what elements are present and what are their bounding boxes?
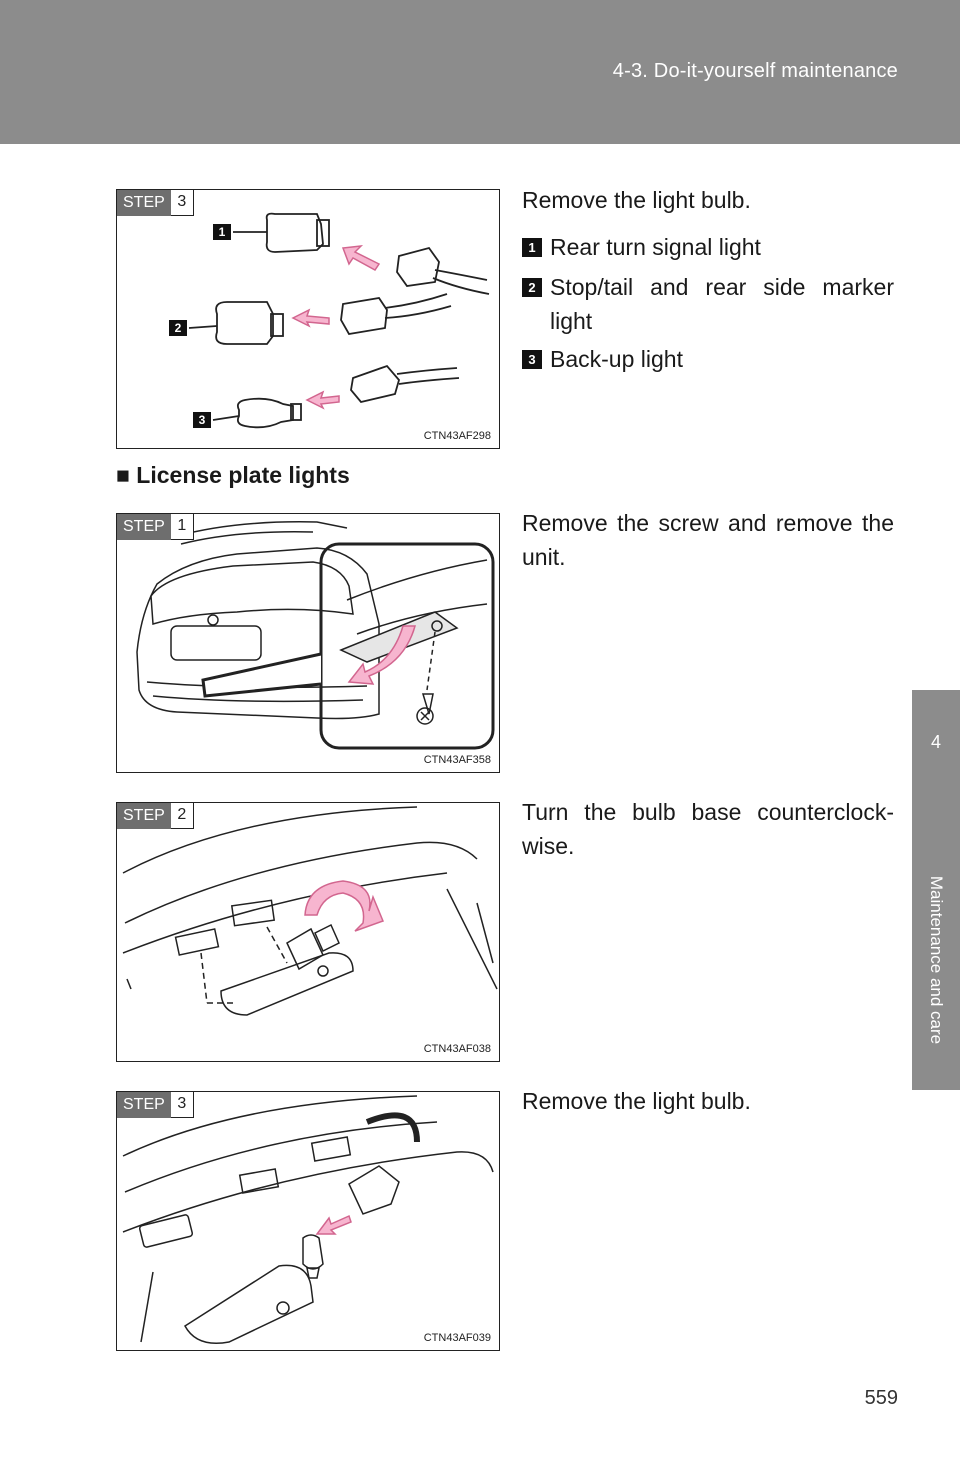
step-word: STEP <box>117 1092 171 1118</box>
chapter-label: Maintenance and care <box>927 875 946 1045</box>
list-item: 3 Back-up light <box>522 342 894 376</box>
step-number: 3 <box>170 1092 194 1118</box>
item-badge-2: 2 <box>522 278 542 297</box>
page-number: 559 <box>864 1387 898 1409</box>
list-item: 1 Rear turn signal light <box>522 230 894 264</box>
step-label: STEP 2 <box>117 803 194 829</box>
step-label: STEP 1 <box>117 514 194 540</box>
step-number: 2 <box>170 803 194 829</box>
figure-code: CTN43AF358 <box>423 754 491 766</box>
step-number: 1 <box>170 514 194 540</box>
figure-badge-1: 1 <box>219 225 226 239</box>
car-rear-illustration <box>136 521 495 750</box>
page-header: 4-3. Do-it-yourself maintenance <box>0 0 960 144</box>
step-number: 3 <box>170 190 194 216</box>
item-label: Back-up light <box>550 346 683 372</box>
chapter-number: 4 <box>930 732 941 752</box>
item-label: Stop/tail and rear side marker light <box>550 274 894 334</box>
chapter-side-tab[interactable]: 4 Maintenance and care <box>912 690 960 1090</box>
step-word: STEP <box>117 514 171 540</box>
item-label: Rear turn signal light <box>550 234 761 260</box>
section-title: License plate lights <box>136 462 350 488</box>
header-title: 4-3. Do-it-yourself maintenance <box>612 60 898 82</box>
figure-code: CTN43AF039 <box>423 1332 491 1344</box>
item-badge-1: 1 <box>522 238 542 257</box>
section-marker: ■ <box>116 462 130 488</box>
license-step1-instruction: Remove the screw and remove the unit. <box>522 510 894 570</box>
figure-remove-screw: STEP 1 CTN43AF358 <box>116 513 500 773</box>
license-step3-instruction: Remove the light bulb. <box>522 1088 751 1114</box>
figure-code: CTN43AF038 <box>423 1043 491 1055</box>
figure-code: CTN43AF298 <box>423 430 491 442</box>
item-badge-3: 3 <box>522 350 542 369</box>
step-word: STEP <box>117 803 171 829</box>
list-item: 2 Stop/tail and rear side marker light <box>522 270 894 338</box>
figure-badge-2: 2 <box>175 321 182 335</box>
figure-turn-bulb-base: STEP 2 CTN43AF038 <box>116 802 500 1062</box>
section-heading: ■ License plate lights <box>116 462 350 489</box>
step-label: STEP 3 <box>117 1092 194 1118</box>
step-label: STEP 3 <box>117 190 194 216</box>
license-step2-instruction: Turn the bulb base counterclock-wise. <box>522 799 894 859</box>
license-bulb-illustration <box>122 1095 494 1344</box>
figure-remove-bulbs: 1 2 3 STEP 3 CTN43AF298 <box>116 189 500 449</box>
figure-remove-license-bulb: STEP 3 CTN43AF039 <box>116 1091 500 1351</box>
bulb-base-illustration <box>122 806 498 1016</box>
bulbs-illustration: 1 2 3 <box>169 212 490 429</box>
step-word: STEP <box>117 190 171 216</box>
step3-instruction: Remove the light bulb. <box>522 187 751 213</box>
figure-badge-3: 3 <box>199 413 206 427</box>
